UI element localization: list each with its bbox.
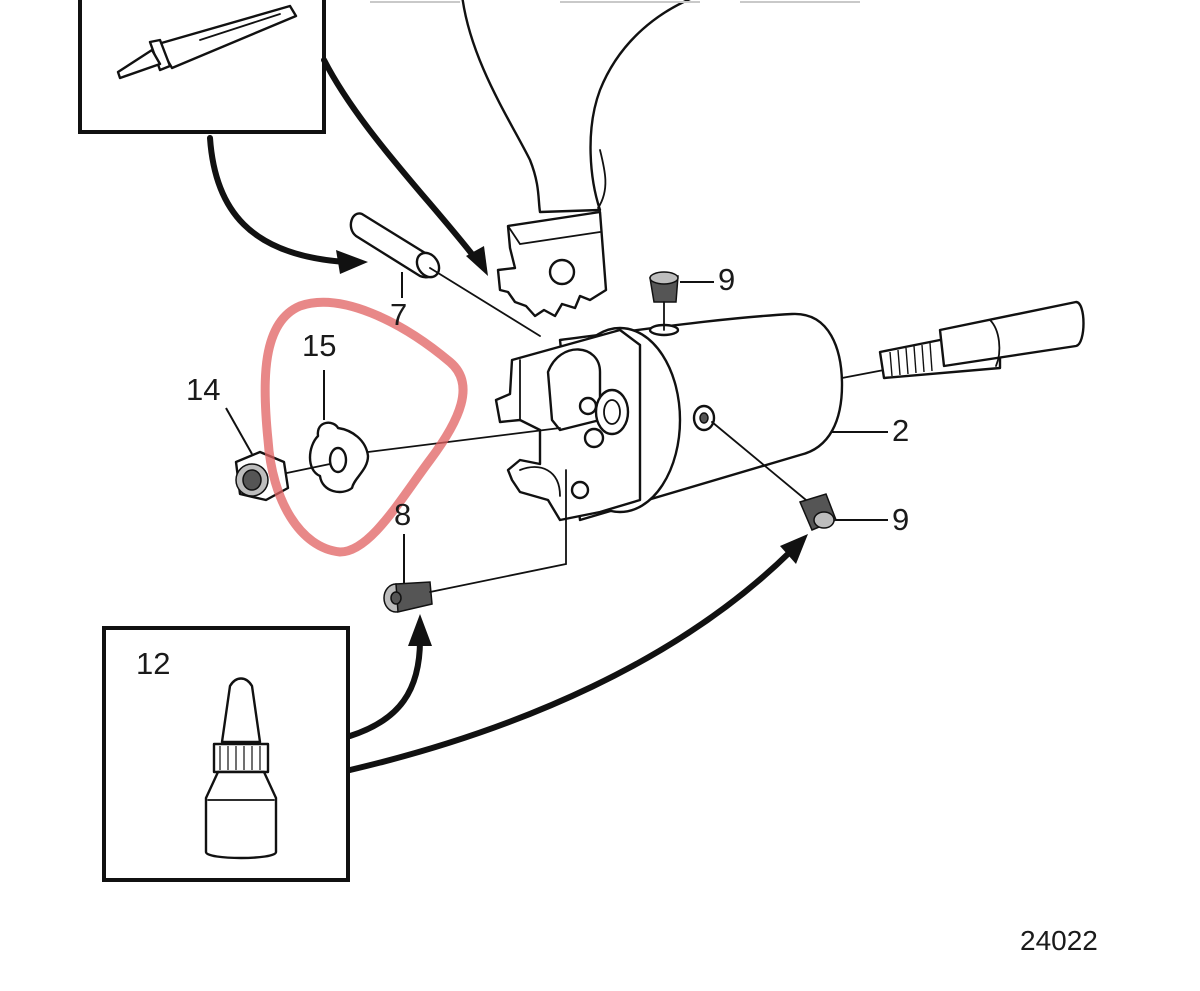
cap-screw-assembly-line (429, 469, 567, 593)
grease-tube-inset (78, 0, 326, 134)
set-screw-top (648, 271, 714, 337)
grease-arrow-to-lever (321, 57, 488, 276)
bottle-icon (204, 677, 278, 860)
shaft (841, 300, 1085, 380)
callout-12: 12 (136, 646, 170, 681)
callout-7: 7 (390, 297, 407, 332)
figure-number: 24022 (1020, 925, 1098, 956)
cap-screw (383, 469, 567, 613)
roll-pin (349, 212, 541, 337)
locking-fluid-inset (102, 626, 350, 882)
pin-assembly-line (429, 267, 541, 337)
highlight-circle (260, 297, 468, 557)
grease-arrow-to-pin (207, 135, 368, 274)
nut-assembly-line (281, 463, 331, 475)
callout-9-top: 9 (718, 262, 735, 297)
lock-washer (308, 370, 370, 494)
lever-arm (461, 0, 691, 318)
callout-9-right: 9 (892, 502, 909, 537)
housing-bore (594, 388, 630, 436)
set-screw-right (711, 421, 888, 531)
grease-tube-icon (116, 4, 298, 80)
fluid-arrow-to-cap-screw (347, 614, 432, 739)
callout-8: 8 (394, 497, 411, 532)
housing (494, 300, 1085, 522)
callout-2: 2 (892, 413, 909, 448)
callout-14: 14 (186, 372, 220, 407)
callout-15: 15 (302, 328, 336, 363)
lever-pivot-hole (548, 258, 576, 286)
fluid-arrow-to-set-screw (347, 534, 808, 773)
washer-assembly-line (367, 427, 561, 453)
